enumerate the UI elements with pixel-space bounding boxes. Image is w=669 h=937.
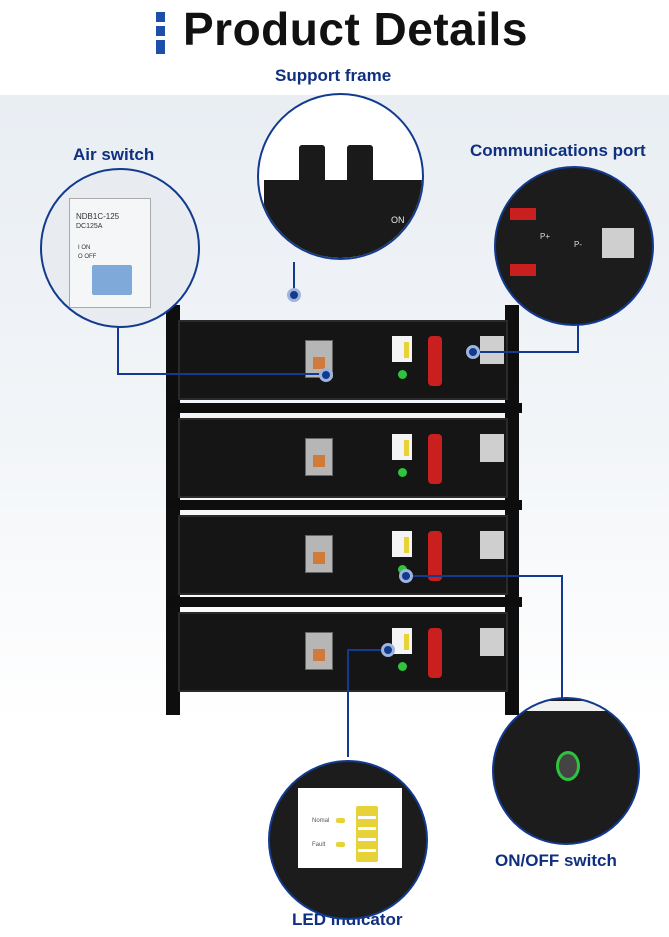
battery-module-1 [178,320,508,400]
power-led [398,370,407,379]
battery-module-2 [178,418,508,498]
led-normal-text: Nomal [312,818,330,824]
comm-ports [480,531,504,559]
led-indicator-circle: Nomal Fault [268,760,428,920]
comm-ports [480,434,504,462]
title-decoration-icon [156,12,165,58]
positive-terminal [428,628,442,678]
shelf [166,500,522,510]
label-air-switch: Air switch [73,145,155,164]
port-minus-text: P- [574,240,582,249]
comm-ports [480,628,504,656]
marker-air-switch-icon [319,368,333,382]
positive-terminal [428,531,442,581]
breaker-rating-text: DC125A [76,223,103,230]
power-led [398,468,407,477]
onoff-switch-circle [492,697,640,845]
support-frame-circle: ON [257,93,424,260]
positive-terminal [428,434,442,484]
page-header: Product Details [0,0,669,60]
label-support-frame: Support frame [275,66,392,85]
breaker-icon [305,632,333,670]
led-fault-text: Fault [312,842,326,848]
battery-module-3 [178,515,508,595]
communications-port-circle: P+ P- [494,166,654,326]
breaker-icon [305,438,333,476]
marker-onoff-switch-icon [399,569,413,583]
led-panel [392,434,412,460]
port-plus-text: P+ [540,232,551,241]
marker-support-frame-icon [287,288,301,302]
label-onoff-switch: ON/OFF switch [495,851,617,870]
marker-led-indicator-icon [381,643,395,657]
air-switch-circle: NDB1C-125 DC125A I ON O OFF [40,168,200,328]
shelf [166,403,522,413]
led-panel [392,531,412,557]
power-led [398,662,407,671]
battery-module-4 [178,612,508,692]
frame-on-text: ON [391,215,405,225]
comm-ports [480,336,504,364]
label-communications-port: Communications port [470,141,646,160]
positive-terminal [428,336,442,386]
line-onoff-switch [406,575,563,700]
breaker-icon [305,535,333,573]
led-panel [392,628,412,654]
breaker-model-text: NDB1C-125 [76,212,120,221]
line-led-indicator [347,649,387,757]
breaker-off-text: O OFF [78,254,97,260]
shelf [166,597,522,607]
breaker-on-text: I ON [78,245,91,251]
marker-communications-port-icon [466,345,480,359]
line-air-switch [117,322,326,375]
page-title: Product Details [183,3,528,55]
led-panel [392,336,412,362]
